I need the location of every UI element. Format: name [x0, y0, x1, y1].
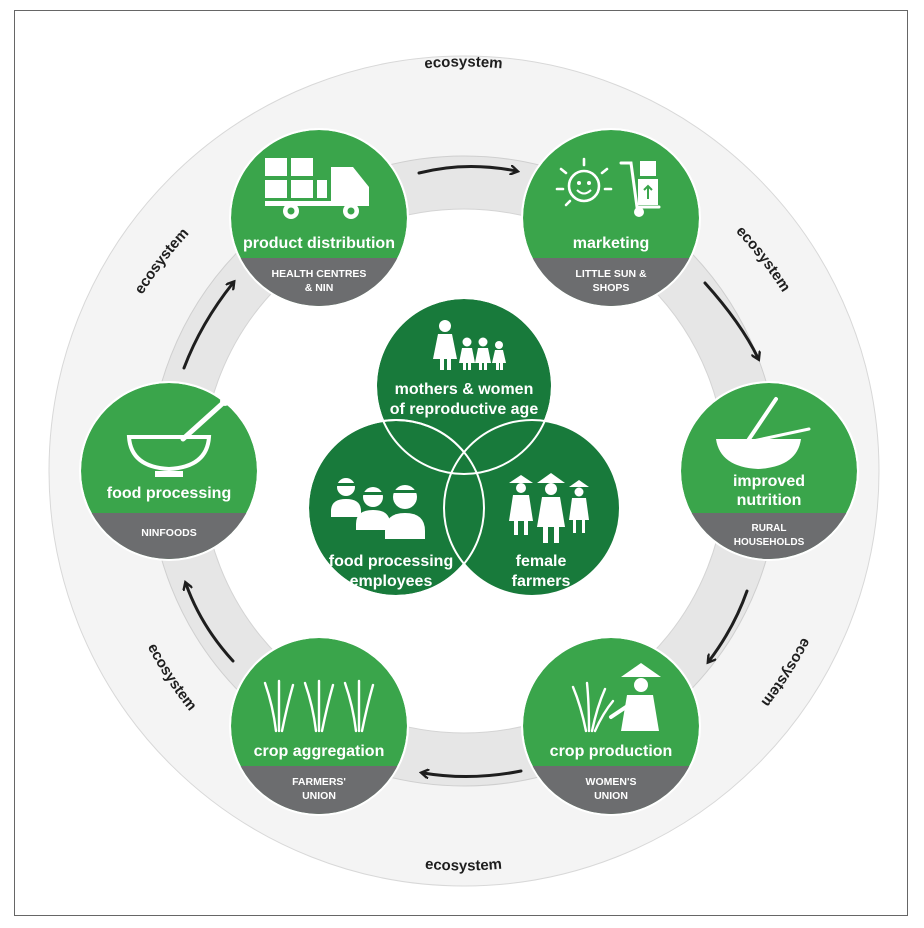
stage-title: marketing: [573, 235, 649, 252]
truck-icon: [265, 158, 369, 219]
venn-circle-farmers: [443, 419, 621, 597]
rice-bundles-icon: [263, 679, 375, 733]
value-chain-diagram: ecosystem ecosystem ecosystem ecosystem …: [48, 54, 880, 887]
stage-organization: RURAL: [752, 523, 787, 534]
target-group-label: farmers: [512, 573, 571, 590]
bowl-and-spoon-icon: [716, 397, 811, 469]
target-group-label: food processing: [329, 553, 453, 570]
target-group-label: mothers & women: [395, 381, 534, 398]
stage-food-processing: food processing NINFOODS: [79, 381, 259, 561]
stage-organization: HOUSEHOLDS: [734, 537, 805, 548]
stage-organization: UNION: [302, 790, 336, 802]
target-group-label: of reproductive age: [390, 401, 539, 418]
stage-organization: FARMERS': [292, 776, 346, 788]
mortar-and-pestle-icon: [126, 396, 230, 477]
stage-title: food processing: [107, 485, 231, 502]
target-group-label: employees: [350, 573, 433, 590]
flow-arrow: [182, 283, 233, 370]
stage-organization: NINFOODS: [141, 527, 196, 539]
flow-arrow: [417, 166, 516, 173]
women-farmers-icon: [509, 473, 589, 543]
ecosystem-label: ecosystem: [424, 54, 504, 73]
stage-title: product distribution: [243, 235, 395, 252]
stage-improved-nutrition: improved nutrition RURAL HOUSEHOLDS: [679, 381, 859, 561]
stage-title: crop production: [550, 743, 673, 760]
farmer-with-rice-icon: [571, 663, 661, 733]
flow-arrow: [709, 589, 749, 661]
workers-icon: [331, 478, 425, 539]
stage-title: crop aggregation: [254, 743, 385, 760]
stage-organization: SHOPS: [593, 282, 630, 294]
flow-arrow: [186, 584, 235, 663]
stage-organization: WOMEN'S: [586, 776, 637, 788]
stage-product-distribution: product distribution HEALTH CENTRES & NI…: [229, 128, 409, 308]
stage-organization: LITTLE SUN &: [575, 268, 647, 280]
stage-title: nutrition: [737, 492, 802, 509]
mother-and-children-icon: [433, 320, 506, 370]
flow-arrow: [423, 771, 523, 777]
flow-arrow: [703, 281, 758, 358]
stage-organization: UNION: [594, 790, 628, 802]
target-groups-venn: mothers & women of reproductive age food…: [307, 297, 621, 597]
stage-crop-aggregation: crop aggregation FARMERS' UNION: [229, 636, 409, 816]
ecosystem-label: ecosystem: [424, 856, 502, 875]
target-group-label: female: [516, 553, 567, 570]
sun-and-hand-truck-icon: [555, 157, 661, 217]
stage-organization: HEALTH CENTRES: [272, 268, 367, 280]
stage-title: improved: [733, 473, 805, 490]
diagram-frame: ecosystem ecosystem ecosystem ecosystem …: [14, 10, 908, 916]
stage-organization: & NIN: [305, 282, 334, 294]
